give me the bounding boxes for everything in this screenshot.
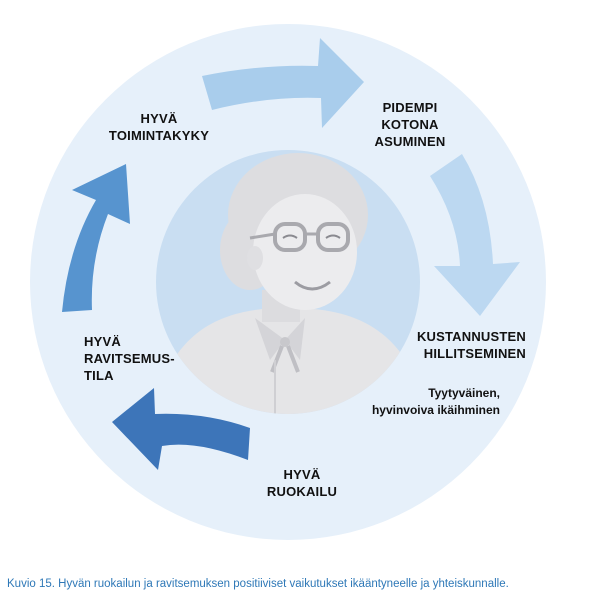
- arrow-left: [62, 164, 130, 312]
- label-hyva-ruokailu: HYVÄ RUOKAILU: [262, 466, 342, 500]
- figure-caption: Kuvio 15. Hyvän ruokailun ja ravitsemuks…: [7, 578, 509, 590]
- label-line: HYVÄ: [140, 111, 178, 126]
- label-line: TOIMINTAKYKY: [108, 128, 210, 143]
- elderly-woman-illustration: [156, 153, 420, 414]
- label-line: ASUMINEN: [374, 134, 446, 149]
- label-line: PIDEMPI: [382, 100, 438, 115]
- label-line: RUOKAILU: [266, 484, 338, 499]
- arrow-right: [430, 154, 520, 316]
- label-tyytyvainen-ikaihminen: Tyytyväinen, hyvinvoiva ikäihminen: [348, 385, 500, 419]
- arrow-top: [202, 38, 364, 128]
- label-line: hyvinvoiva ikäihminen: [371, 403, 500, 417]
- nutrition-cycle-diagram: [30, 24, 546, 540]
- label-line: HYVÄ: [283, 467, 321, 482]
- label-kustannusten-hillitseminen: KUSTANNUSTEN HILLITSEMINEN: [386, 328, 526, 362]
- label-line: HILLITSEMINEN: [423, 346, 526, 361]
- label-pidempi-kotona-asuminen: PIDEMPI KOTONA ASUMINEN: [360, 99, 460, 150]
- label-line: Tyytyväinen,: [428, 386, 500, 400]
- label-hyva-toimintakyky: HYVÄ TOIMINTAKYKY: [94, 110, 224, 144]
- label-line: TILA: [84, 368, 114, 383]
- label-line: KUSTANNUSTEN: [416, 329, 526, 344]
- label-line: HYVÄ: [84, 334, 121, 349]
- label-hyva-ravitsemustila: HYVÄ RAVITSEMUS- TILA: [84, 333, 194, 384]
- label-line: RAVITSEMUS-: [84, 351, 175, 366]
- arrow-bottom: [112, 388, 250, 470]
- label-line: KOTONA: [381, 117, 439, 132]
